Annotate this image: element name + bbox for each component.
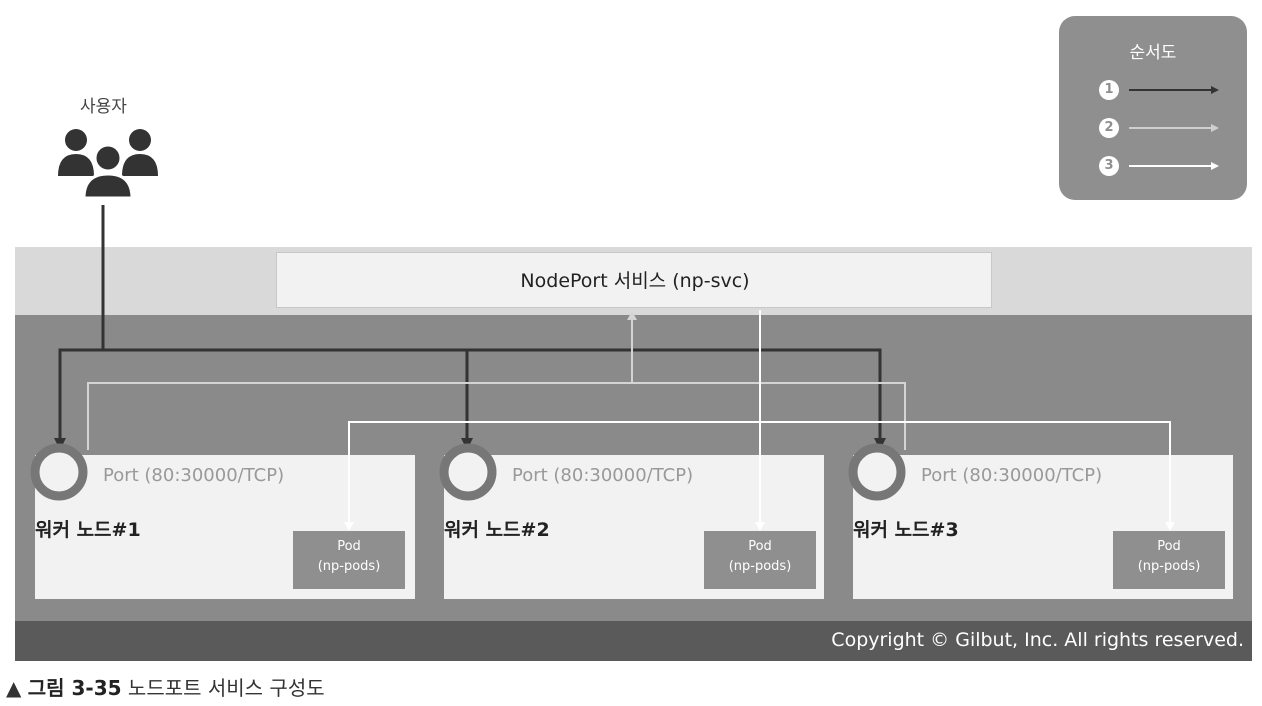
node-name: 워커 노드#2 (444, 519, 550, 541)
pod-box: Pod (np-pods) (1113, 531, 1225, 589)
step-number-3: 3 (1099, 156, 1119, 176)
user-label: 사용자 (80, 97, 127, 117)
pod-sub-label: (np-pods) (1137, 559, 1201, 574)
step-number-2: 2 (1099, 118, 1119, 138)
worker-node-3: Port (80:30000/TCP) 워커 노드#3 Pod (np-pods… (853, 455, 1233, 599)
caption-marker: ▲ (6, 676, 22, 700)
step-number-1: 1 (1099, 80, 1119, 100)
legend-arrow-3 (1129, 162, 1219, 170)
caption-figure-number: 그림 3-35 (27, 676, 122, 700)
node-port-label: Port (80:30000/TCP) (512, 465, 694, 486)
users-icon (58, 129, 158, 198)
worker-node-2: Port (80:30000/TCP) 워커 노드#2 Pod (np-pods… (444, 455, 824, 599)
legend-item-3: 3 (1099, 156, 1219, 176)
pod-box: Pod (np-pods) (293, 531, 405, 589)
figure-caption: ▲ 그림 3-35 노드포트 서비스 구성도 (6, 672, 325, 701)
node-port-label: Port (80:30000/TCP) (921, 465, 1103, 486)
legend-item-2: 2 (1099, 118, 1219, 138)
pod-label: Pod (1157, 539, 1181, 554)
legend-title: 순서도 (1129, 43, 1177, 63)
node-name: 워커 노드#3 (853, 519, 959, 541)
caption-text: 노드포트 서비스 구성도 (127, 676, 325, 700)
pod-label: Pod (748, 539, 772, 554)
pod-label: Pod (337, 539, 361, 554)
node-name: 워커 노드#1 (35, 519, 141, 541)
legend-arrow-1 (1129, 86, 1219, 94)
node-port-label: Port (80:30000/TCP) (103, 465, 285, 486)
legend-item-1: 1 (1099, 80, 1219, 100)
legend-arrow-2 (1129, 124, 1219, 132)
pod-sub-label: (np-pods) (317, 559, 381, 574)
pod-box: Pod (np-pods) (704, 531, 816, 589)
legend-box: 순서도 1 2 3 (1059, 16, 1247, 200)
copyright-text: Copyright © Gilbut, Inc. All rights rese… (831, 629, 1244, 651)
copyright-bar: Copyright © Gilbut, Inc. All rights rese… (15, 621, 1252, 661)
worker-node-1: Port (80:30000/TCP) 워커 노드#1 Pod (np-pods… (35, 455, 415, 599)
service-label: NodePort 서비스 (np-svc) (520, 270, 750, 292)
pod-sub-label: (np-pods) (728, 559, 792, 574)
nodeport-service-box: NodePort 서비스 (np-svc) (276, 252, 992, 308)
